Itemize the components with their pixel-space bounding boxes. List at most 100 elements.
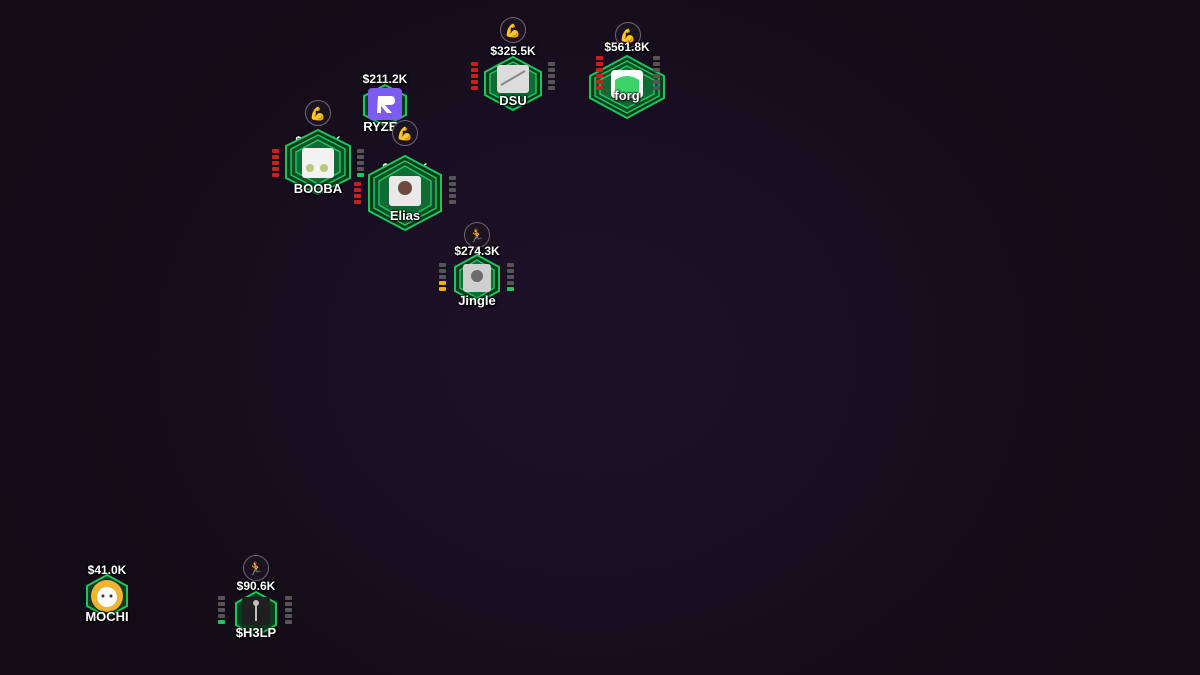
player-value: $274.3K: [454, 244, 500, 258]
stat-bar-segment: [449, 194, 456, 198]
player-name: MOCHI: [85, 609, 129, 624]
right-stat-bars: [449, 176, 456, 204]
hex-badge: [363, 83, 407, 128]
stat-bar-segment: [272, 167, 279, 171]
player-name: Elias: [389, 208, 421, 223]
stat-bar-segment: [285, 602, 292, 606]
stat-bar-segment: [218, 620, 225, 624]
stat-bar-segment: [507, 281, 514, 285]
stat-bar-segment: [449, 176, 456, 180]
stat-bar-segment: [439, 281, 446, 285]
player-token-mochi[interactable]: $41.0K MOCHI: [47, 556, 167, 666]
stat-bar-segment: [471, 74, 478, 78]
running-icon: 🏃: [243, 555, 269, 581]
hex-badge: [285, 128, 351, 196]
player-value: $90.6K: [236, 579, 276, 593]
stat-bar-segment: [596, 74, 603, 78]
stat-bar-segment: [507, 263, 514, 267]
hex-badge: [235, 590, 277, 638]
player-name: BOOBA: [293, 181, 343, 196]
right-stat-bars: [507, 263, 514, 291]
left-stat-bars: [218, 596, 225, 624]
stat-bar-segment: [439, 263, 446, 267]
stat-bar-segment: [272, 149, 279, 153]
stat-bar-segment: [596, 62, 603, 66]
stat-bar-segment: [272, 173, 279, 177]
player-value: $325.5K: [490, 44, 536, 58]
stat-bar-segment: [653, 86, 660, 90]
player-token-forg[interactable]: 💪 $561.8K forg: [567, 20, 687, 130]
stat-bar-segment: [596, 56, 603, 60]
stat-bar-segment: [354, 188, 361, 192]
right-stat-bars: [357, 149, 364, 177]
stat-bar-segment: [653, 80, 660, 84]
left-stat-bars: [471, 62, 478, 90]
stat-bar-segment: [548, 74, 555, 78]
stat-bar-segment: [439, 275, 446, 279]
frog-avatar-icon: [615, 76, 639, 95]
stat-bar-segment: [596, 86, 603, 90]
stat-bar-segment: [548, 80, 555, 84]
stat-bar-segment: [653, 74, 660, 78]
stat-bar-segment: [285, 620, 292, 624]
player-token-h3lp[interactable]: 🏃 $90.6K $H3LP: [196, 553, 316, 663]
stat-bar-segment: [354, 194, 361, 198]
player-token-elias[interactable]: 💪 $163.8K Elias: [345, 118, 465, 232]
player-token-dsu[interactable]: 💪 $325.5K DSU: [453, 15, 573, 125]
stat-bar-segment: [357, 173, 364, 177]
stat-bar-segment: [471, 68, 478, 72]
stat-bar-segment: [357, 155, 364, 159]
stat-bar-segment: [449, 200, 456, 204]
stat-bar-segment: [471, 86, 478, 90]
stat-bar-segment: [354, 200, 361, 204]
stat-bar-segment: [285, 608, 292, 612]
left-stat-bars: [272, 149, 279, 177]
stat-bar-segment: [471, 62, 478, 66]
stat-bar-segment: [653, 68, 660, 72]
stat-bar-segment: [218, 596, 225, 600]
hex-badge: [484, 55, 542, 112]
hex-badge: [589, 54, 665, 120]
stat-bar-segment: [272, 161, 279, 165]
stat-bar-segment: [548, 62, 555, 66]
left-stat-bars: [439, 263, 446, 291]
stat-bar-segment: [218, 614, 225, 618]
player-token-booba[interactable]: 💪 $139.0K BOOBA: [258, 98, 378, 208]
player-value: $41.0K: [87, 563, 127, 577]
hex-badge: [368, 154, 442, 232]
player-value: $211.2K: [362, 72, 408, 86]
player-token-jingle[interactable]: 🏃 $274.3K Jingle: [417, 220, 537, 330]
running-icon: 🏃: [464, 222, 490, 248]
stat-bar-segment: [596, 68, 603, 72]
player-value: $561.8K: [604, 40, 650, 54]
stat-bar-segment: [357, 167, 364, 171]
stat-bar-segment: [285, 596, 292, 600]
stat-bar-segment: [507, 275, 514, 279]
ryzer-logo-icon: [377, 96, 395, 113]
stat-bar-segment: [439, 269, 446, 273]
stat-bar-segment: [507, 269, 514, 273]
player-name: Jingle: [458, 293, 496, 308]
stat-bar-segment: [439, 287, 446, 291]
flex-arm-icon: 💪: [392, 120, 418, 146]
right-stat-bars: [548, 62, 555, 90]
stat-bar-segment: [218, 602, 225, 606]
stat-bar-segment: [653, 56, 660, 60]
stat-bar-segment: [548, 68, 555, 72]
stat-bar-segment: [218, 608, 225, 612]
stat-bar-segment: [285, 614, 292, 618]
stat-bar-segment: [471, 80, 478, 84]
stat-bar-segment: [507, 287, 514, 291]
right-stat-bars: [285, 596, 292, 624]
flex-arm-icon: 💪: [305, 100, 331, 126]
flex-arm-icon: 💪: [615, 22, 641, 48]
stat-bar-segment: [449, 182, 456, 186]
hex-badge: [86, 573, 128, 619]
flex-arm-icon: 💪: [500, 17, 526, 43]
player-name: $H3LP: [235, 625, 277, 640]
player-name: forg: [614, 88, 640, 103]
avatar-booba: [302, 148, 334, 178]
right-stat-bars: [653, 56, 660, 90]
player-name: DSU: [499, 93, 527, 108]
